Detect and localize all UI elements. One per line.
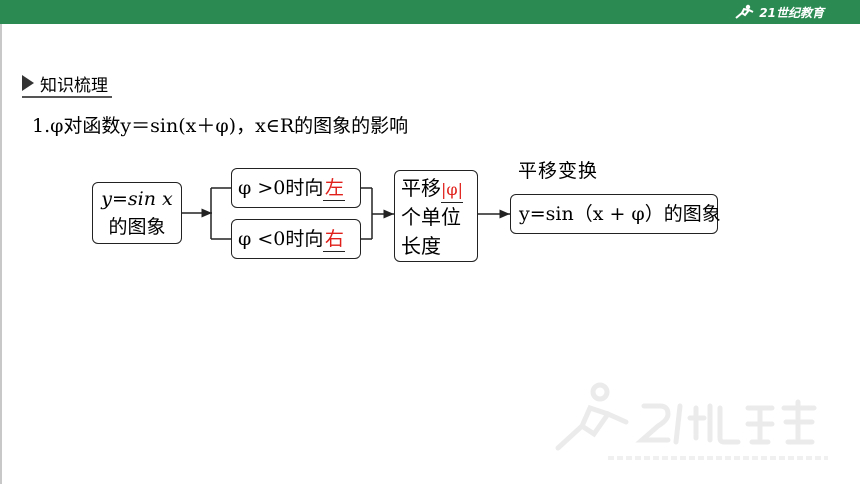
start-function-text: y=sin x xyxy=(101,188,173,210)
section-title: 知识梳理 xyxy=(22,70,112,98)
start-function-box: y=sin x 的图象 xyxy=(92,182,182,244)
shift-amount-box: 平移|φ| 个单位 长度 xyxy=(394,170,478,262)
negative-phi-box: φ <0时向右 xyxy=(231,219,361,259)
positive-phi-prefix: φ >0时向 xyxy=(238,177,324,199)
logo-text: 21世纪教育 xyxy=(759,5,824,20)
positive-phi-condition: φ >0时向左 xyxy=(232,169,360,207)
positive-phi-box: φ >0时向左 xyxy=(231,168,361,208)
negative-phi-answer: 右 xyxy=(323,228,346,252)
item-heading: 1.φ对函数y＝sin(x＋φ)，x∈R的图象的影响 xyxy=(32,115,409,137)
left-border xyxy=(0,24,2,484)
translation-label: 平移变换 xyxy=(518,160,599,182)
watermark-logo-icon xyxy=(555,382,828,460)
result-function-box: y=sin（x + φ）的图象 xyxy=(510,194,721,234)
shift-line-1: 平移|φ| xyxy=(401,174,477,203)
result-function-text: y=sin（x + φ）的图象 xyxy=(519,203,721,225)
header-bar: 21世纪教育 xyxy=(0,0,860,24)
shift-line-3: 长度 xyxy=(401,234,441,258)
negative-phi-condition: φ <0时向右 xyxy=(232,220,360,258)
negative-phi-prefix: φ <0时向 xyxy=(238,228,324,250)
shift-line-2: 个单位 xyxy=(401,205,461,229)
start-graph-text: 的图象 xyxy=(108,216,166,238)
shift-verb: 平移 xyxy=(401,176,441,200)
brand-logo: 21世纪教育 xyxy=(733,2,824,22)
runner-logo-icon xyxy=(735,4,754,19)
section-title-text: 知识梳理 xyxy=(40,75,108,96)
shift-amount-answer: |φ| xyxy=(441,178,463,203)
positive-phi-answer: 左 xyxy=(323,177,346,201)
play-triangle-icon xyxy=(22,75,34,91)
